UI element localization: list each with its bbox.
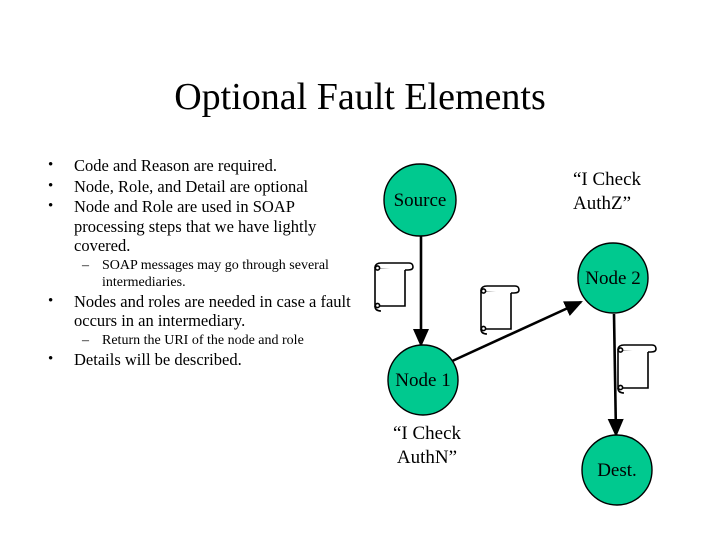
node-circle-node1[interactable] (387, 344, 459, 416)
sub-list-item: – SOAP messages may go through several i… (82, 257, 366, 291)
annotation-authz: “I Check Auth​Z” (573, 168, 641, 216)
list-item-text: Node and Role are used in SOAP processin… (74, 197, 317, 255)
diagram-canvas (374, 163, 657, 506)
bullet-marker-icon: • (48, 198, 54, 214)
list-item: • Details will be described. (48, 350, 366, 370)
list-item-text: Details will be described. (74, 349, 242, 369)
annotation-authn-line1: “I Check (392, 423, 462, 444)
sub-list-item-text: Return the URI of the node and role (102, 332, 304, 348)
annotation-authn-line2: Auth​N” (396, 447, 458, 468)
list-item-text: Nodes and roles are needed in case a fau… (74, 291, 351, 331)
annotation-authn: “I Check Auth​N” (368, 422, 486, 470)
dash-marker-icon: – (82, 332, 89, 348)
bullet-marker-icon: • (48, 177, 54, 194)
arrow-node1-to-node2 (449, 300, 583, 364)
arrow-node2-to-dest (607, 313, 624, 438)
document-icon (617, 344, 657, 394)
soap-node-diagram: Source Node 1 Node 2 Dest. “I Check Auth… (368, 150, 720, 522)
node-circle-node2[interactable] (577, 242, 649, 314)
document-icon (480, 285, 520, 335)
bullet-marker-icon: • (48, 292, 54, 309)
list-item: • Node, Role, and Detail are optional (48, 177, 366, 197)
list-item-text: Node, Role, and Detail are optional (74, 176, 309, 196)
document-icon (374, 262, 414, 312)
list-item: • Code and Reason are required. (48, 156, 366, 176)
list-item: • Nodes and roles are needed in case a f… (48, 292, 366, 331)
sub-list-item: – Return the URI of the node and role (82, 332, 366, 349)
bullet-marker-icon: • (48, 350, 54, 367)
annotation-authz-line2: Auth​Z” (573, 193, 632, 214)
sub-list-item-text: SOAP messages may go through several int… (102, 257, 329, 290)
list-item-text: Code and Reason are required. (74, 156, 277, 175)
page-title: Optional Fault Elements (174, 76, 546, 118)
node-circle-dest[interactable] (581, 434, 653, 506)
node-circle-source[interactable] (383, 163, 457, 237)
bullet-list: • Code and Reason are required. • Node, … (48, 156, 366, 370)
bullet-marker-icon: • (48, 157, 54, 173)
dash-marker-icon: – (82, 257, 89, 273)
annotation-authz-line1: “I Check (573, 169, 642, 190)
list-item: • Node and Role are used in SOAP process… (48, 197, 366, 256)
